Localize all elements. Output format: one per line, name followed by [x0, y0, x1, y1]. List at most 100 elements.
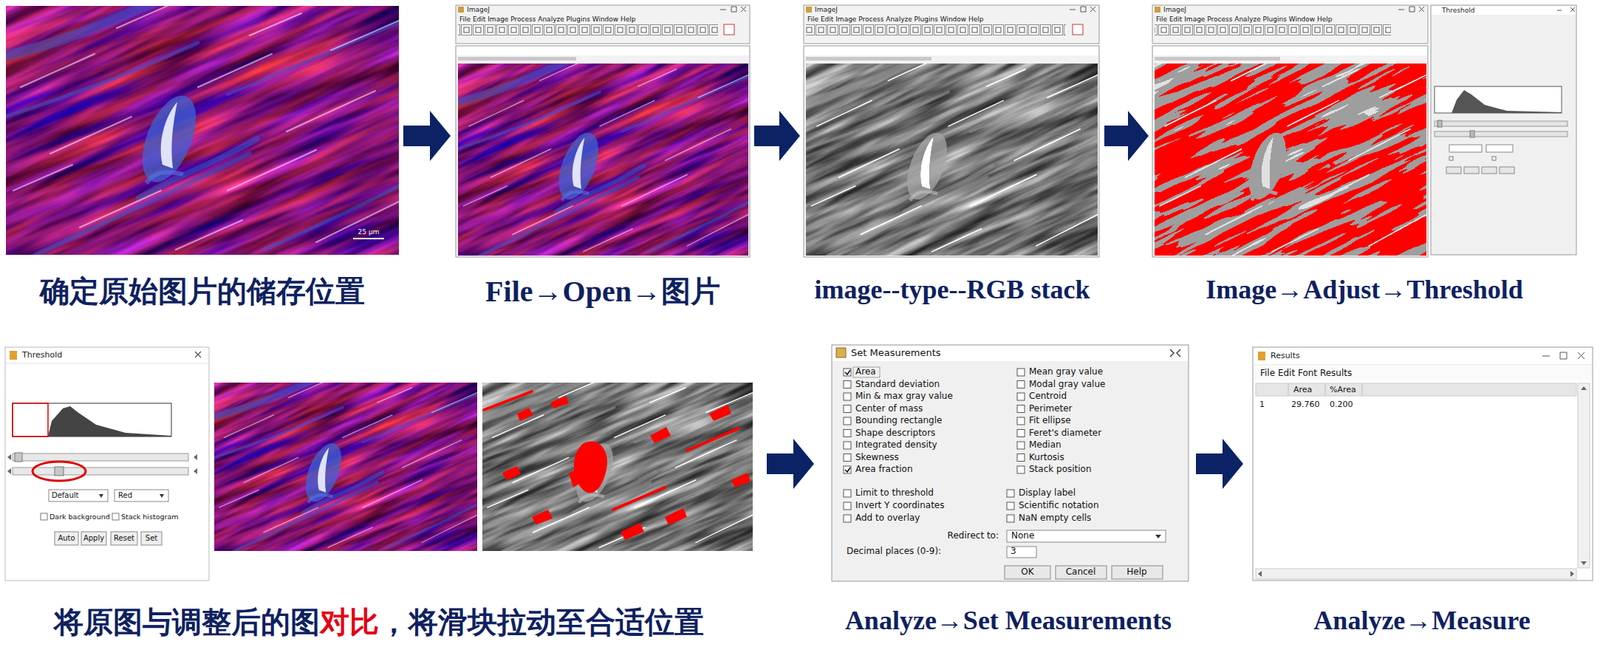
imagej-window-threshold: [1153, 46, 1428, 56]
threshold-dialog: [110, 531, 138, 546]
imagej-window-threshold: [1434, 121, 1568, 127]
ui-label: Apply: [83, 534, 105, 543]
set-measurements-dialog: [1017, 405, 1025, 413]
imagej-window-threshold: [1154, 24, 1391, 36]
set-measurements-dialog: [843, 392, 851, 401]
threshold-overlay: [502, 466, 521, 481]
ui-label: Feret's diameter: [1028, 428, 1102, 439]
results-window: [1542, 352, 1585, 360]
imagej-window-gray: [805, 56, 932, 61]
threshold-overlay: [325, 203, 911, 647]
set-measurements-dialog: [1170, 349, 1181, 357]
imagej-window-gray: [804, 46, 1099, 56]
imagej-window-threshold: [1486, 144, 1513, 153]
threshold-dialog: [195, 351, 201, 358]
flow-arrow: [1195, 438, 1244, 490]
ui-label: Add to overlay: [855, 513, 920, 524]
ui-label: Help: [1126, 567, 1147, 578]
step-panel: File→Open→图片: [453, 4, 752, 323]
ui-label: Bounding rectangle: [855, 415, 942, 427]
ui-label: 29.760: [1291, 400, 1321, 410]
threshold-dialog: [54, 531, 79, 546]
ui-label: Area: [855, 367, 877, 378]
threshold-dialog: [54, 466, 64, 476]
threshold-overlay: [573, 440, 608, 493]
ui-label: Area: [1293, 385, 1312, 396]
set-measurements-dialog: [1017, 368, 1025, 376]
imagej-window-threshold: [1398, 6, 1425, 12]
results-window: [1257, 351, 1266, 361]
ui-label: NaN empty cells: [1018, 513, 1092, 524]
ui-label: Cancel: [1065, 567, 1097, 578]
step-caption: 将原图与调整后的图对比，将滑块拉动至合适位置: [53, 605, 704, 640]
imagej-window: [456, 46, 750, 56]
threshold-overlay: [550, 395, 569, 409]
flow-arrow: [754, 110, 800, 162]
set-measurements-dialog: [1155, 534, 1162, 539]
set-measurements-dialog: [1006, 514, 1015, 523]
set-measurements-dialog: [1017, 381, 1025, 389]
imagej-window-threshold: [1430, 5, 1577, 255]
caption-part: ，将滑块拉动至合适位置: [378, 605, 704, 639]
ui-label: File Edit Font Results: [1260, 368, 1352, 379]
threshold-overlay: [483, 391, 532, 410]
imagej-window-gray: [1069, 6, 1096, 12]
flow-arrow: [766, 438, 815, 490]
set-measurements-dialog: [1006, 530, 1166, 543]
threshold-dialog: [98, 494, 104, 498]
threshold-dialog: [5, 347, 210, 581]
ui-label: Centroid: [1028, 391, 1067, 402]
ui-label: Scientific notation: [1018, 500, 1100, 512]
threshold-dialog: [48, 489, 108, 502]
set-measurements-dialog: [843, 441, 851, 450]
threshold-overlay: [325, 203, 911, 647]
set-measurements-dialog: [1006, 546, 1037, 558]
set-measurements-dialog: [843, 417, 851, 425]
ui-label: Shape descriptors: [855, 428, 936, 439]
results-window: [1288, 383, 1290, 396]
ui-label: 25 μm: [358, 228, 380, 236]
ui-label: 3: [1010, 546, 1017, 557]
threshold-dialog: [40, 513, 48, 521]
ui-label: Integrated density: [855, 440, 938, 451]
step-caption: Analyze→Set Measurements: [845, 605, 1172, 637]
threshold-overlay: [483, 391, 739, 510]
imagej-window: [457, 24, 719, 36]
ui-label: Skewness: [855, 452, 899, 464]
imagej-window: [723, 24, 735, 35]
ui-label: Dark background: [49, 513, 111, 522]
threshold-dialog: [12, 467, 189, 475]
ui-label: 0.200: [1329, 400, 1354, 410]
imagej-window-threshold: [1481, 166, 1497, 174]
threshold-dialog: [12, 453, 189, 461]
threshold-overlay: [731, 472, 751, 488]
flow-arrow: [403, 110, 451, 162]
set-measurements-dialog: [843, 429, 851, 438]
threshold-dialog: [48, 406, 172, 437]
ui-label: Set Measurements: [850, 347, 942, 360]
ui-label: ImageJ: [814, 5, 838, 14]
set-measurements-dialog: [831, 344, 1189, 582]
threshold-dialog: [114, 489, 169, 502]
set-measurements-dialog: [831, 344, 1189, 582]
step-caption: 确定原始图片的储存位置: [39, 274, 365, 309]
threshold-dialog: [159, 494, 164, 498]
ui-label: Stack position: [1028, 464, 1092, 475]
flow-arrow: [1104, 110, 1149, 162]
threshold-overlay: [517, 407, 534, 422]
ui-label: OK: [1020, 567, 1034, 578]
set-measurements-dialog: [1006, 502, 1015, 510]
imagej-window-threshold: [1449, 156, 1454, 161]
ui-label: Median: [1028, 440, 1062, 451]
threshold-overlay: [650, 426, 671, 444]
ui-label: File Edit Image Process Analyze Plugins …: [1156, 15, 1333, 23]
results-window: [1255, 383, 1577, 396]
set-measurements-dialog: [1017, 417, 1025, 425]
set-measurements-dialog: [843, 514, 851, 523]
imagej-window-threshold: [1499, 166, 1515, 174]
threshold-dialog: [32, 461, 86, 481]
step-panel: 确定原始图片的储存位置: [4, 4, 401, 323]
set-measurements-dialog: [843, 502, 851, 510]
results-window: [1257, 571, 1575, 577]
